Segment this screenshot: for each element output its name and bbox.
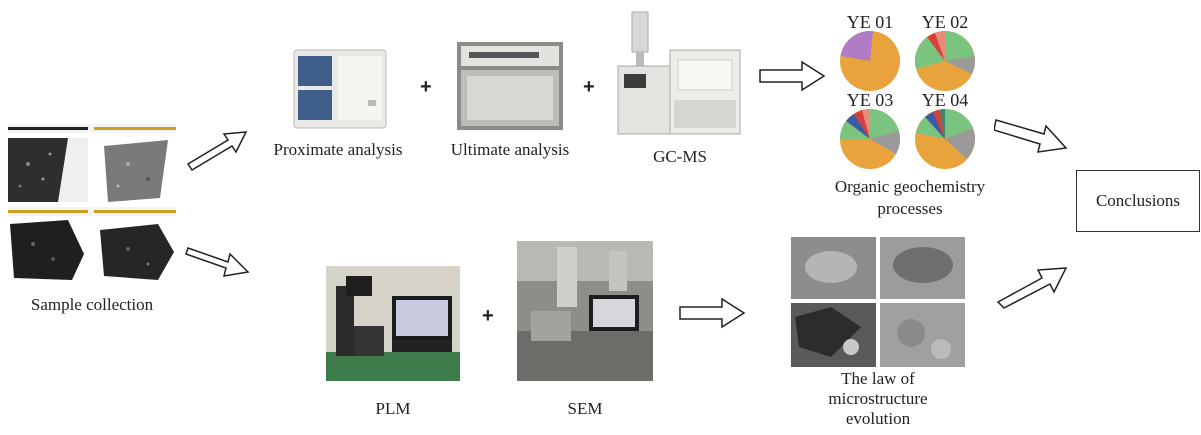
plm-microscope-image (326, 266, 460, 381)
sem-instrument-image (517, 241, 653, 381)
proximate-analyzer-image (290, 44, 390, 130)
conclusions-box: Conclusions (1076, 170, 1200, 232)
arrow-to-conclusions (994, 119, 1068, 153)
conclusions-label: Conclusions (1095, 191, 1181, 210)
sample-photo-grid (8, 124, 176, 280)
sem-label: SEM (567, 399, 603, 418)
gcms-instrument-image (614, 10, 744, 138)
gcms-label: GC-MS (653, 147, 707, 166)
pie-title: YE 04 (921, 90, 969, 110)
plm-label: PLM (375, 399, 411, 418)
pie-title: YE 02 (921, 12, 969, 32)
pie-chart-ye04 (915, 108, 975, 169)
proximate-analysis-label: Proximate analysis (273, 140, 403, 159)
pie-title: YE 03 (846, 90, 894, 110)
plus-operator: + (482, 305, 494, 327)
arrow-to-conclusions (996, 267, 1068, 309)
ultimate-analysis-label: Ultimate analysis (450, 140, 570, 159)
pie-chart-ye03 (840, 108, 901, 169)
arrow-to-proximate (186, 131, 248, 172)
plus-operator: + (420, 76, 432, 98)
arrow-to-pie-charts (759, 60, 826, 92)
organic-geochemistry-label: Organic geochemistry processes (834, 177, 986, 218)
pie-chart-ye01 (840, 31, 900, 91)
arrow-to-plm (185, 247, 250, 277)
pie-chart-ye02 (914, 31, 975, 91)
ultimate-analyzer-image (455, 40, 565, 132)
microstructure-law-label: The law of microstructure evolution (828, 369, 928, 428)
sample-collection-label: Sample collection (30, 295, 154, 314)
pie-title: YE 01 (846, 12, 894, 32)
micrograph-grid (791, 237, 965, 367)
plus-operator: + (583, 76, 595, 98)
arrow-to-micrographs (679, 297, 746, 329)
